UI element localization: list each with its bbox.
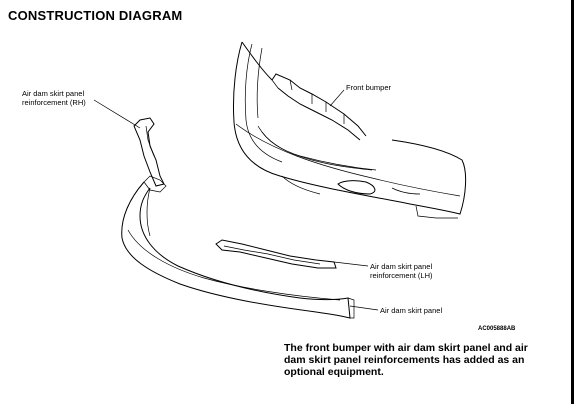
leader-line-front-bumper (329, 89, 345, 107)
leader-line-skirt-panel (349, 305, 379, 311)
label-reinforcement-rh-line2: reinforcement (RH) (22, 98, 86, 107)
label-front-bumper: Front bumper (346, 83, 392, 92)
skirt-panel-drawing (121, 181, 355, 319)
label-reinforcement-lh: Air dam skirt panel reinforcement (LH) (370, 262, 433, 280)
label-reinforcement-lh-line1: Air dam skirt panel (370, 262, 433, 271)
reinforcement-rh-drawing (133, 117, 167, 193)
label-skirt-panel: Air dam skirt panel (380, 306, 443, 315)
front-bumper-drawing (232, 41, 467, 219)
leader-line-reinforcement-rh (93, 99, 141, 129)
label-reinforcement-rh: Air dam skirt panel reinforcement (RH) (22, 89, 86, 107)
reinforcement-lh-drawing (215, 239, 337, 269)
leader-line-reinforcement-lh (333, 261, 369, 267)
caption-note: The front bumper with air dam skirt pane… (284, 342, 528, 378)
page-title: CONSTRUCTION DIAGRAM (8, 8, 183, 23)
diagram-code: AC005888AB (478, 326, 516, 332)
label-reinforcement-rh-line1: Air dam skirt panel (22, 89, 85, 98)
page-border (571, 0, 574, 404)
label-reinforcement-lh-line2: reinforcement (LH) (370, 271, 433, 280)
